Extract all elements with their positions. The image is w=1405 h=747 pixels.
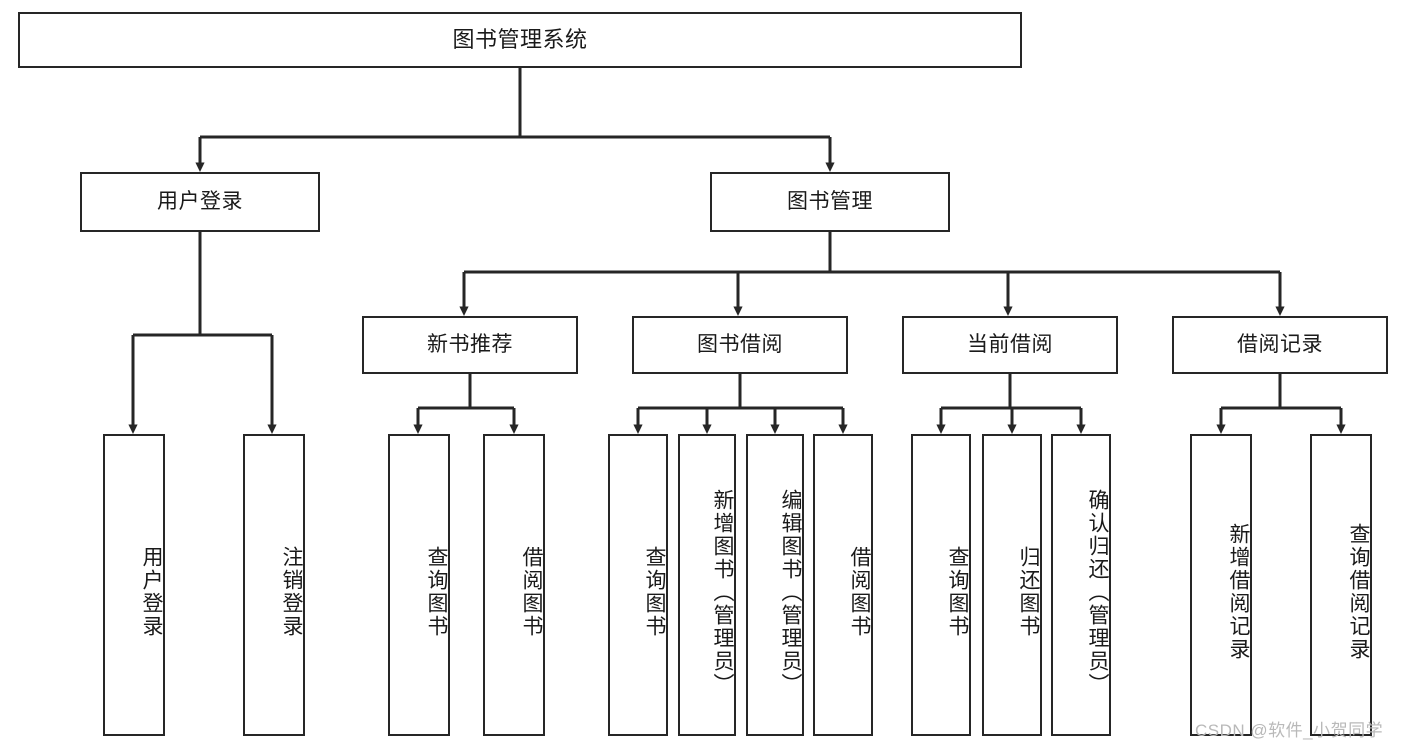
leaf-confirm-return-admin[interactable]: 确认归还（管理员） (1051, 434, 1111, 736)
leaf-query-borrow-record[interactable]: 查询借阅记录 (1310, 434, 1372, 736)
leaf-query-books-borrowing[interactable]: 查询图书 (608, 434, 668, 736)
node-book-borrowing[interactable]: 图书借阅 (632, 316, 848, 374)
leaf-borrow-books-borrowing[interactable]: 借阅图书 (813, 434, 873, 736)
leaf-query-books-recommend[interactable]: 查询图书 (388, 434, 450, 736)
node-borrow-records[interactable]: 借阅记录 (1172, 316, 1388, 374)
node-user-login[interactable]: 用户登录 (80, 172, 320, 232)
node-current-borrowing[interactable]: 当前借阅 (902, 316, 1118, 374)
leaf-user-login[interactable]: 用户登录 (103, 434, 165, 736)
node-root-system[interactable]: 图书管理系统 (18, 12, 1022, 68)
leaf-borrow-books-recommend[interactable]: 借阅图书 (483, 434, 545, 736)
csdn-watermark: CSDN @软件_小贺同学 (1195, 721, 1384, 740)
leaf-logout[interactable]: 注销登录 (243, 434, 305, 736)
node-book-management[interactable]: 图书管理 (710, 172, 950, 232)
node-new-book-recommendation[interactable]: 新书推荐 (362, 316, 578, 374)
leaf-query-books-current[interactable]: 查询图书 (911, 434, 971, 736)
leaf-add-borrow-record[interactable]: 新增借阅记录 (1190, 434, 1252, 736)
leaf-return-books[interactable]: 归还图书 (982, 434, 1042, 736)
leaf-add-book-admin[interactable]: 新增图书（管理员） (678, 434, 736, 736)
leaf-edit-book-admin[interactable]: 编辑图书（管理员） (746, 434, 804, 736)
